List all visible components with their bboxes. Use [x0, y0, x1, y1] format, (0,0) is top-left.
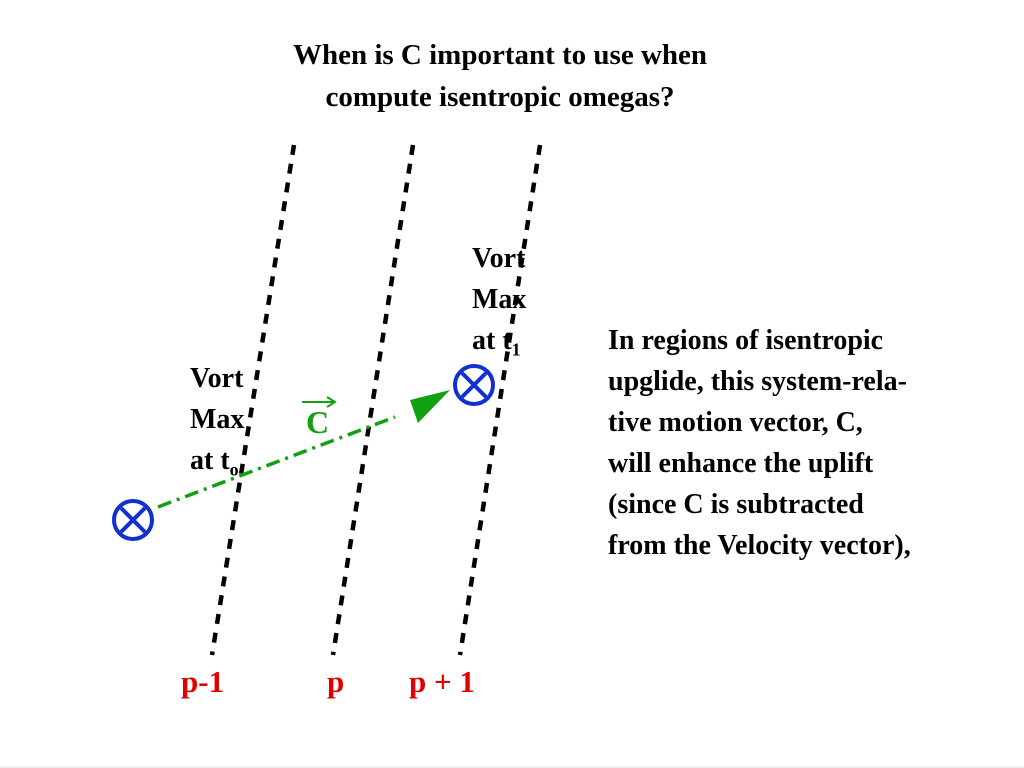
explanation-line-1: In regions of isentropic [608, 325, 884, 356]
isentrope-line-p-plus-1 [457, 144, 543, 656]
isentrope-line-p [330, 144, 416, 656]
vort-t0-subscript: o [229, 459, 239, 480]
isentrope-label-p-plus-1: p + 1 [409, 664, 475, 699]
vort-t0-line-1: Vort [190, 363, 244, 394]
vort-t1-line-2: Max [472, 284, 527, 315]
title-line-1: When is C important to use when [292, 39, 708, 71]
circled-x-icon [453, 364, 495, 406]
explanation-line-3: tive motion vector, C, [608, 407, 863, 438]
vort-t0-line-2: Max [190, 404, 245, 435]
vort-t1-line-1: Vort [472, 243, 526, 274]
title-line-2: compute isentropic omegas? [325, 81, 675, 113]
motion-vector-c [157, 415, 396, 509]
vort-max-t1-label: Vort Max at t1 [472, 238, 526, 371]
explanation-line-6: from the Velocity vector), [608, 530, 911, 561]
vort-t1-line-3: at t1 [472, 320, 526, 371]
explanation-line-4: will enhance the uplift [608, 448, 874, 479]
circled-x-icon [112, 499, 154, 541]
vort-t0-line-3: at to [190, 440, 244, 491]
vector-overarrow-head [326, 396, 337, 408]
slide-title: When is C important to use when compute … [200, 34, 800, 118]
explanation-line-2: upglide, this system-rela- [608, 366, 907, 397]
vort-t1-subscript: 1 [511, 339, 521, 360]
vort-t0-line-3-text: at t [190, 445, 230, 476]
explanation-line-5: (since C is subtracted [608, 489, 864, 520]
vort-max-t0-label: Vort Max at to [190, 358, 244, 491]
explanation-text: In regions of isentropic upglide, this s… [608, 320, 1008, 566]
isentrope-label-p: p [327, 664, 345, 699]
isentrope-label-p-minus-1: p-1 [181, 664, 225, 699]
vector-label-c: C [306, 404, 329, 440]
motion-vector-arrowhead [410, 390, 450, 423]
vort-t1-line-3-text: at t [472, 325, 512, 356]
footer-divider [0, 766, 1024, 768]
